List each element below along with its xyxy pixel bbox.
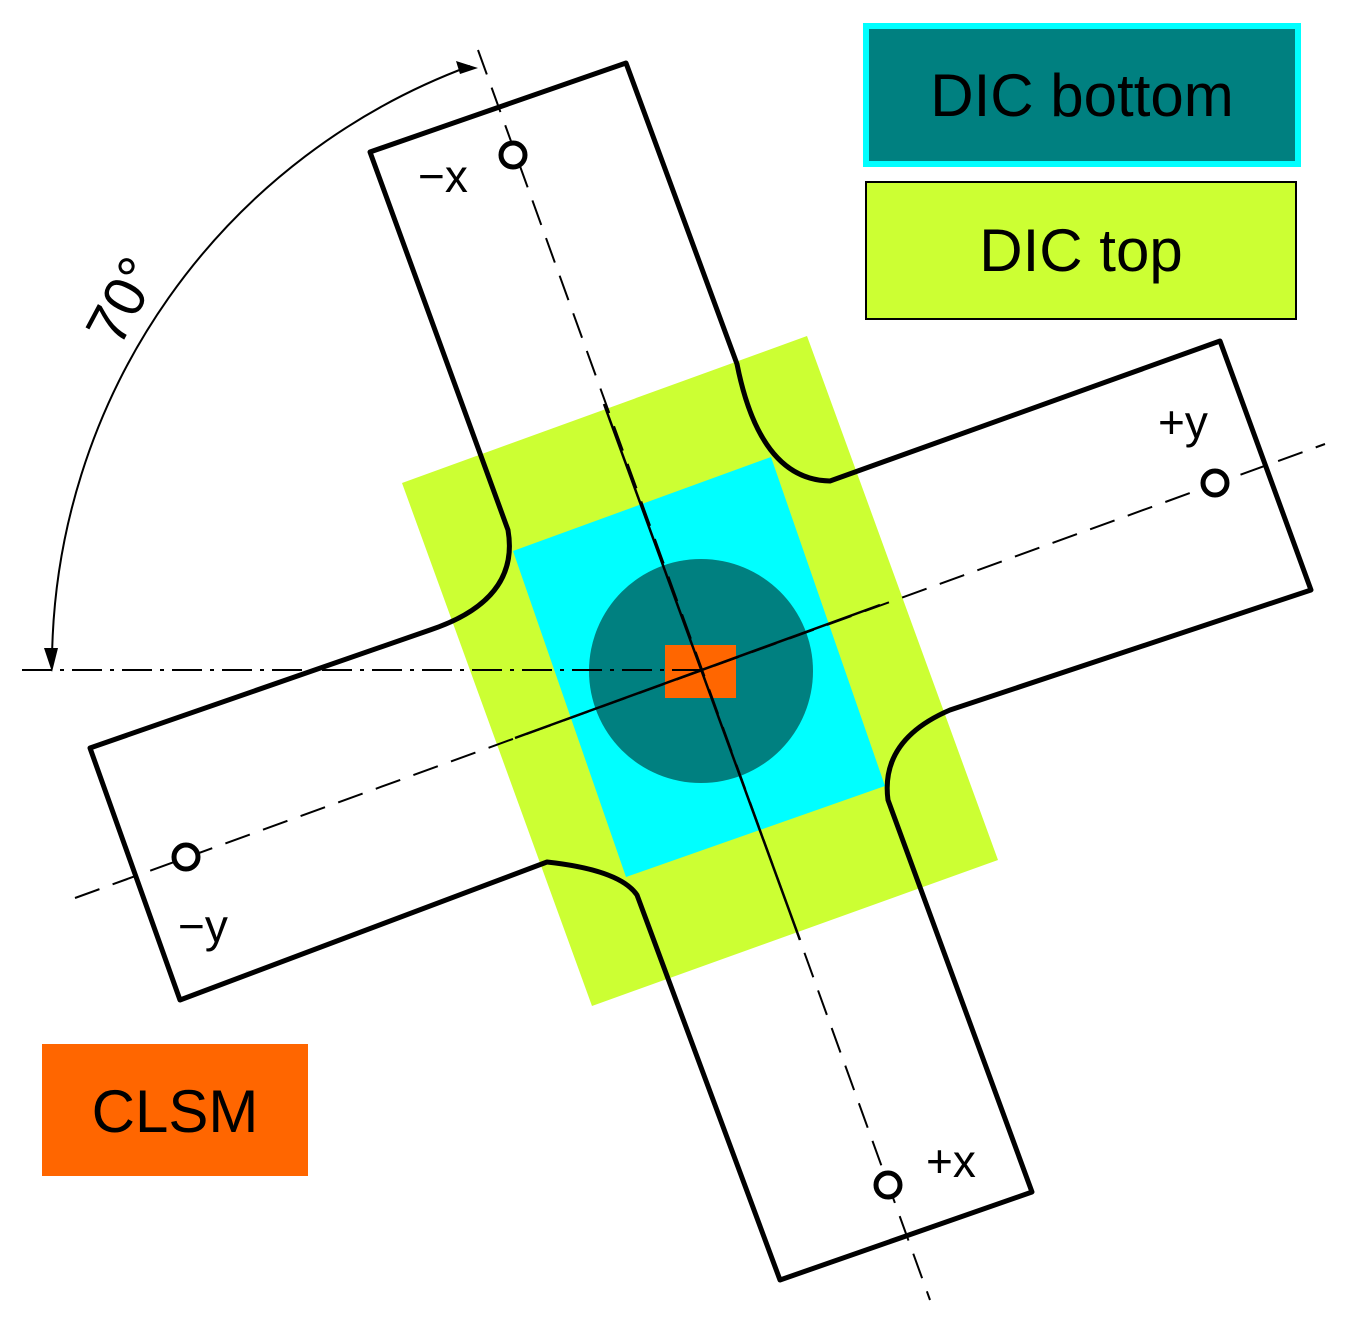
legend-dic-bottom-box: [863, 23, 1301, 167]
angle-arc: [51, 65, 471, 661]
label-plus-y: +y: [1158, 396, 1208, 448]
angle-arrowhead-bottom: [44, 648, 58, 672]
center-cross-x: [602, 403, 802, 941]
label-minus-x: −x: [418, 150, 468, 202]
legend-dic-bottom-label: DIC bottom: [930, 62, 1233, 129]
marker-plus-y: [1200, 468, 1230, 498]
legend-dic-top-label: DIC top: [979, 217, 1182, 284]
marker-minus-x: [498, 140, 528, 170]
angle-label: 70°: [73, 247, 172, 355]
marker-minus-y: [171, 842, 201, 872]
angle-arrowhead-top: [456, 61, 478, 74]
center-cross-y: [514, 603, 881, 740]
label-minus-y: −y: [178, 900, 228, 952]
legend-clsm-label: CLSM: [92, 1078, 259, 1145]
legend-dic-top-box: [865, 181, 1297, 320]
marker-plus-x: [873, 1170, 903, 1200]
label-plus-x: +x: [926, 1135, 976, 1187]
legend-clsm-box: [42, 1044, 308, 1176]
specimen-outline: [87, 60, 1314, 1283]
